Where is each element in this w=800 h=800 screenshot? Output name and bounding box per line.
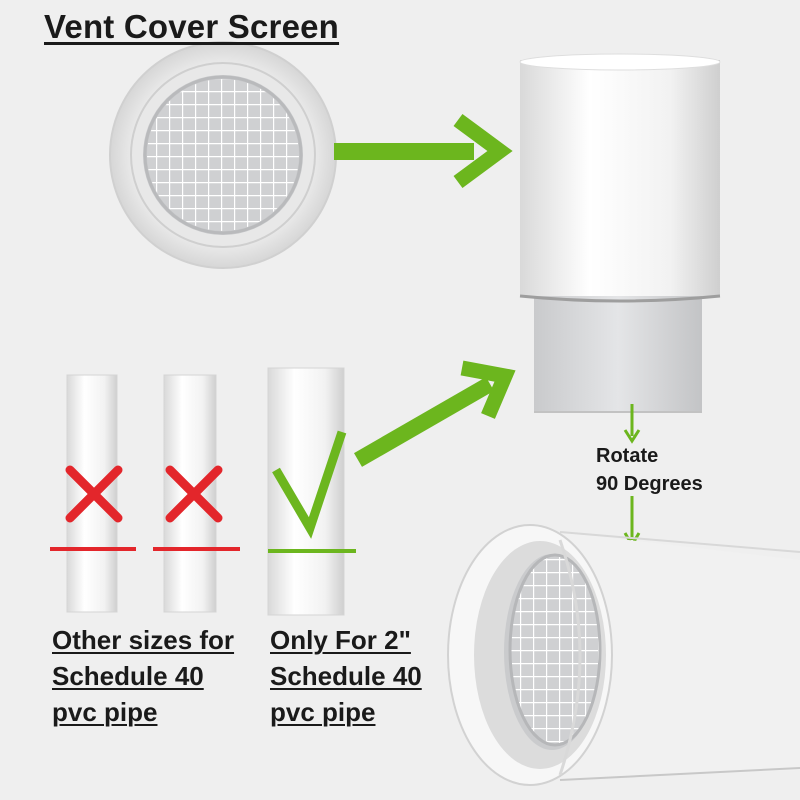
caption-line: pvc pipe xyxy=(52,697,158,727)
assembled-vent-pipe xyxy=(519,53,721,413)
rotate-note-line: 90 Degrees xyxy=(596,473,703,495)
caption-only-for: Only For 2" Schedule 40 pvc pipe xyxy=(270,622,422,730)
rotate-note-line: Rotate xyxy=(596,445,659,467)
caption-line: Schedule 40 xyxy=(270,661,422,691)
cross-mark-icon xyxy=(165,465,223,523)
rotated-vent-pipe xyxy=(447,524,800,786)
caption-line: Only For 2" xyxy=(270,625,411,655)
caption-line: Schedule 40 xyxy=(52,661,204,691)
caption-other-sizes: Other sizes for Schedule 40 pvc pipe xyxy=(52,622,234,730)
arrow-icon xyxy=(354,360,516,467)
page-title: Vent Cover Screen xyxy=(44,8,340,45)
check-mark-icon xyxy=(272,430,347,539)
caption-line: pvc pipe xyxy=(270,697,376,727)
caption-line: Other sizes for xyxy=(52,625,235,655)
rotate-note: Rotate 90 Degrees xyxy=(596,442,703,498)
vent-cover-front-view xyxy=(109,41,337,269)
cross-mark-icon xyxy=(65,465,123,523)
arrow-icon xyxy=(334,113,513,189)
pipe-sample-3 xyxy=(267,367,345,616)
